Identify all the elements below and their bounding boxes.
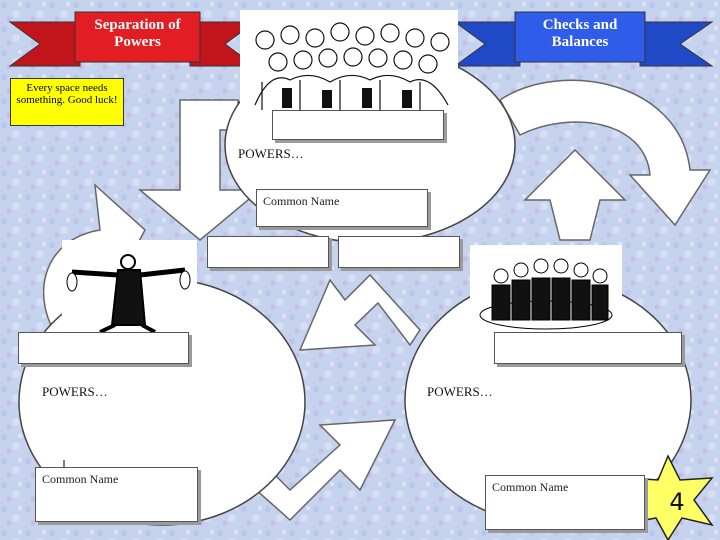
judges-illustration: [470, 245, 622, 333]
top-common-name-box[interactable]: Common Name: [256, 189, 428, 227]
left-name-box[interactable]: [18, 332, 189, 364]
arrow-left-to-right: [243, 419, 397, 522]
left-common-name-label: Common Name: [42, 472, 119, 486]
man-with-money-illustration: [62, 240, 197, 335]
arrow-right-curve: [499, 79, 712, 227]
right-name-box[interactable]: [494, 332, 682, 364]
right-common-name-box[interactable]: Common Name: [485, 475, 645, 530]
banner-right-title: Checks and Balances: [542, 17, 618, 50]
left-powers-label: POWERS…: [42, 384, 108, 399]
sticky-note: Every space needs something. Good luck!: [10, 78, 124, 126]
top-name-box[interactable]: [272, 110, 444, 140]
crowd-illustration: [240, 10, 458, 122]
top-powers-label: POWERS…: [238, 146, 304, 161]
right-common-name-label: Common Name: [492, 480, 569, 494]
top-common-name-label: Common Name: [263, 194, 340, 208]
left-common-name-box[interactable]: Common Name: [35, 467, 198, 522]
banner-left-title: Separation of Powers: [94, 17, 181, 50]
banner-left: [8, 11, 257, 67]
arrow-right-to-left: [298, 273, 421, 351]
arrow-right-to-top: [523, 148, 627, 241]
page-number: 4: [669, 488, 685, 516]
banner-right: [453, 11, 714, 67]
right-powers-label: POWERS…: [427, 384, 493, 399]
top-right-branch-box[interactable]: [338, 236, 460, 268]
top-left-branch-box[interactable]: [207, 236, 329, 268]
